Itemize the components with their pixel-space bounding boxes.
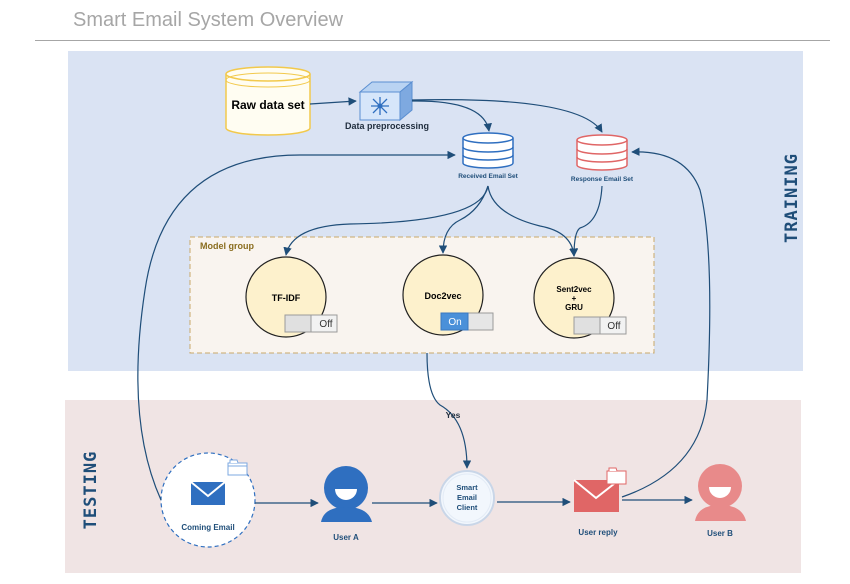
raw-data-cylinder (225, 66, 311, 136)
reply-folder-icon (606, 467, 627, 485)
model-sent2vec-label-2: + (572, 294, 577, 303)
edge-raw-to-preprocessing (309, 97, 357, 106)
user-a-icon (321, 466, 372, 522)
model-sent2vec-toggle-text: Off (607, 321, 620, 332)
model-tfidf-toggle[interactable]: Off (284, 314, 338, 333)
smart-email-client-ring (442, 473, 492, 523)
edge-received-to-sent2vec (487, 185, 578, 257)
connectors (137, 97, 711, 508)
model-sent2vec-label-1: Sent2vec (556, 285, 592, 294)
raw-data-label: Raw data set (231, 98, 304, 112)
coming-email-label: Coming Email (181, 523, 234, 532)
model-sent2vec-toggle[interactable]: Off (573, 316, 627, 335)
model-doc2vec-toggle-text: On (448, 317, 461, 328)
edge-preprocessing-to-received (411, 100, 492, 132)
page-title: Smart Email System Overview (73, 9, 344, 31)
model-group-label: Model group (200, 241, 254, 251)
user-reply-label: User reply (578, 528, 618, 537)
user-b-icon (695, 464, 746, 521)
user-b-label: User B (707, 529, 733, 538)
smart-client-label-2: Email (457, 493, 477, 502)
edge-received-to-doc2vec (438, 185, 489, 254)
smart-email-client-circle (439, 470, 495, 526)
smart-client-label-3: Client (457, 503, 478, 512)
reply-envelope-icon (573, 479, 620, 512)
preprocessing-label: Data preprocessing (345, 121, 429, 131)
edge-received-to-tfidf (283, 185, 489, 256)
received-email-set-label: Received Email Set (458, 173, 518, 180)
smart-client-label-1: Smart (456, 483, 478, 492)
user-a-label: User A (333, 533, 359, 542)
response-email-set-label: Response Email Set (571, 176, 634, 183)
testing-label: TESTING (81, 451, 101, 530)
model-tfidf-toggle-text: Off (319, 319, 332, 330)
folder-icon (227, 459, 248, 476)
edge-response-to-sent2vec (569, 185, 603, 257)
model-doc2vec-label: Doc2vec (424, 291, 461, 301)
model-tfidf-label: TF-IDF (272, 293, 301, 303)
model-sent2vec-label-3: GRU (565, 303, 583, 312)
title-divider (35, 40, 830, 41)
model-doc2vec-toggle[interactable]: On (440, 312, 494, 331)
edge-label-yes: Yes (446, 410, 461, 420)
edge-coming-to-received (137, 150, 456, 501)
response-email-set-icon (576, 134, 628, 171)
received-email-set-icon (462, 132, 514, 169)
edge-doc2vec-to-client (426, 352, 472, 469)
preprocessing-cube-icon (358, 80, 414, 122)
edge-preprocessing-to-response (411, 99, 603, 133)
training-label: TRAINING (782, 153, 802, 243)
envelope-icon (190, 481, 226, 505)
edge-reply-to-response (621, 147, 711, 498)
